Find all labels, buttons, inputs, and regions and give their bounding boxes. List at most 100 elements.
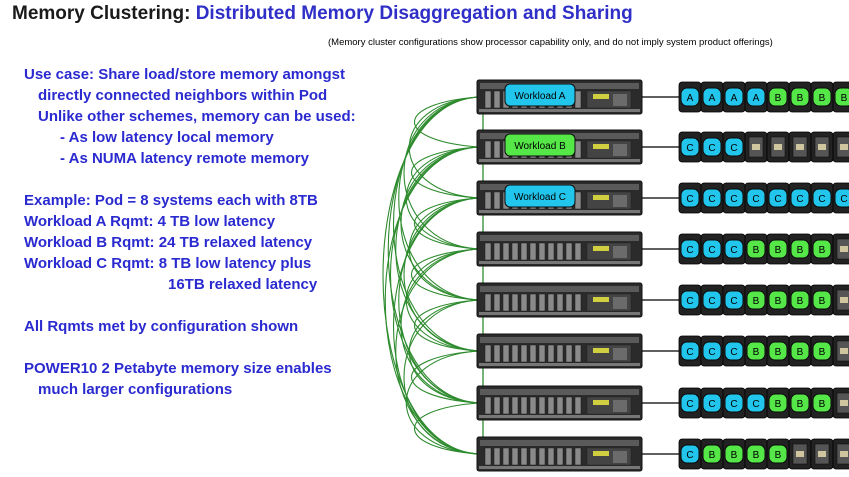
- status-led-panel: [593, 195, 609, 200]
- memory-module-label: B: [753, 245, 760, 256]
- memory-module: [724, 87, 744, 107]
- memory-module-label: B: [753, 347, 760, 358]
- server-bottom-rail: [479, 312, 640, 315]
- memory-module-label: C: [730, 399, 737, 410]
- memory-module-label: C: [730, 296, 737, 307]
- memory-module: [746, 188, 766, 208]
- memory-module-label: B: [797, 245, 804, 256]
- memory-module: [746, 444, 766, 464]
- server-top-bezel: [480, 389, 639, 395]
- server-link: [398, 197, 480, 404]
- memory-module: [834, 87, 849, 107]
- memory-module: [724, 188, 744, 208]
- memory-module-label: B: [775, 245, 782, 256]
- memory-module: [768, 444, 788, 464]
- memory-module-label: B: [775, 93, 782, 104]
- memory-module: [680, 393, 700, 413]
- server-bottom-rail: [479, 109, 640, 112]
- usb-panel: [613, 297, 627, 309]
- memory-module: [746, 341, 766, 361]
- workload-label-box: [504, 83, 576, 107]
- server-link: [414, 96, 480, 148]
- drive-bay: [520, 344, 528, 363]
- memory-module-label: B: [753, 450, 760, 461]
- workload-label-box: [504, 184, 576, 208]
- memory-module-label: C: [774, 194, 781, 205]
- memory-module-label: B: [819, 399, 826, 410]
- text-line: Workload C Rqmt: 8 TB low latency plus: [24, 255, 312, 272]
- drive-bay: [547, 242, 555, 261]
- memory-module-label: C: [708, 194, 715, 205]
- usb-panel: [613, 94, 627, 106]
- drive-bay: [538, 447, 546, 466]
- drive-bay: [574, 140, 582, 159]
- drive-bay: [493, 242, 501, 261]
- memory-module: [834, 188, 849, 208]
- drive-bay: [493, 344, 501, 363]
- memory-module-label: B: [775, 450, 782, 461]
- text-line: All Rqmts met by configuration shown: [24, 318, 299, 335]
- memory-module-label: B: [775, 347, 782, 358]
- text-line: - As low latency local memory: [60, 129, 274, 146]
- drive-bay: [511, 447, 519, 466]
- drive-bay: [529, 293, 537, 312]
- memory-module: [790, 341, 810, 361]
- drive-bay: [484, 140, 492, 159]
- drive-bay: [547, 447, 555, 466]
- memory-module-label: A: [753, 93, 760, 104]
- drive-bay: [493, 396, 501, 415]
- memory-module-label: C: [752, 399, 759, 410]
- server-link: [395, 248, 480, 455]
- drive-bay: [547, 293, 555, 312]
- workload-label: Workload B: [514, 141, 566, 152]
- memory-module: [790, 87, 810, 107]
- text-line: much larger configurations: [38, 381, 233, 398]
- usb-panel: [613, 144, 627, 156]
- text-line: Example: Pod = 8 systems each with 8TB: [24, 192, 318, 209]
- server-bottom-rail: [479, 466, 640, 469]
- server-top-bezel: [480, 235, 639, 241]
- memory-module: [724, 290, 744, 310]
- memory-module: [702, 341, 722, 361]
- text-line: - As NUMA latency remote memory: [60, 150, 309, 167]
- memory-module: [768, 341, 788, 361]
- drive-bay: [565, 396, 573, 415]
- memory-module-label: C: [730, 143, 737, 154]
- drive-bay: [529, 344, 537, 363]
- memory-module-label: B: [797, 93, 804, 104]
- memory-module: [768, 239, 788, 259]
- drive-bay: [565, 242, 573, 261]
- drive-bay: [502, 242, 510, 261]
- drive-bay: [511, 242, 519, 261]
- drive-bay: [511, 293, 519, 312]
- status-led-panel: [593, 348, 609, 353]
- server-link: [382, 96, 480, 455]
- memory-module: [812, 393, 832, 413]
- drive-bay: [565, 344, 573, 363]
- memory-module-label: C: [818, 194, 825, 205]
- title-main: Distributed Memory Disaggregation and Sh…: [195, 3, 633, 24]
- cluster-links: [382, 96, 480, 455]
- memory-module-empty-tag: [796, 451, 804, 457]
- drive-bay: [484, 242, 492, 261]
- memory-module: [680, 341, 700, 361]
- server-bottom-rail: [479, 210, 640, 213]
- drive-bay: [538, 293, 546, 312]
- memory-module-empty-tag: [840, 348, 848, 354]
- drive-bay: [493, 90, 501, 109]
- memory-module-empty-tag: [840, 297, 848, 303]
- memory-module: [702, 393, 722, 413]
- memory-module: [724, 444, 744, 464]
- memory-module-label: C: [730, 245, 737, 256]
- memory-module-label: C: [752, 194, 759, 205]
- drive-bay: [574, 293, 582, 312]
- server-link: [414, 299, 480, 352]
- memory-module: [680, 87, 700, 107]
- memory-module: [812, 188, 832, 208]
- title-prefix: Memory Clustering:: [12, 3, 191, 24]
- drive-bay: [493, 140, 501, 159]
- memory-module: [680, 239, 700, 259]
